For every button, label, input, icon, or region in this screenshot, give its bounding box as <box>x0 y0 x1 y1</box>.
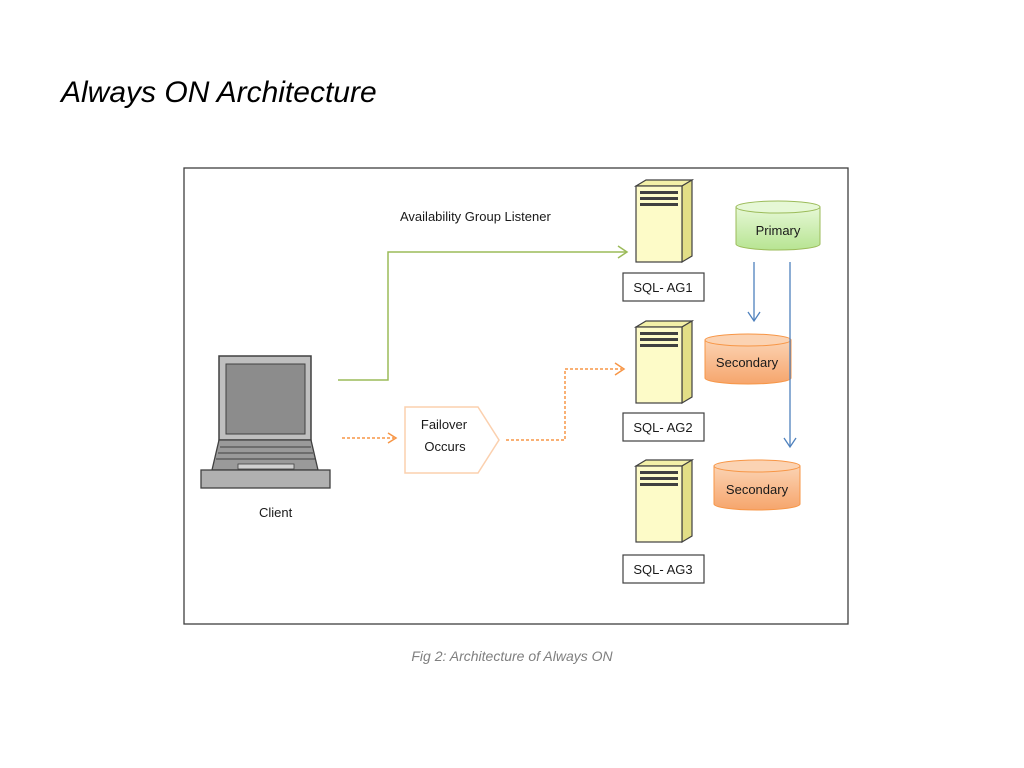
slide-title: Always ON Architecture <box>61 76 377 109</box>
server-label-box-ag2 <box>622 412 705 442</box>
client-label: Client <box>259 505 293 520</box>
laptop-icon <box>200 355 331 489</box>
server-icon-ag1 <box>633 178 695 264</box>
primary-database-label: Primary <box>756 223 801 238</box>
server-label-ag3: SQL- AG3 <box>633 562 692 577</box>
listener-arrowhead <box>617 245 629 259</box>
server-label-ag2: SQL- AG2 <box>633 420 692 435</box>
secondary-database-label-2: Secondary <box>726 482 789 497</box>
figure-caption: Fig 2: Architecture of Always ON <box>411 648 613 664</box>
replication-arrowhead-secondary-2 <box>783 437 797 449</box>
server-label-ag1: SQL- AG1 <box>633 280 692 295</box>
failover-input-arrowhead <box>387 432 398 444</box>
server-icon-ag2 <box>633 319 695 405</box>
listener-connection-line <box>338 251 626 381</box>
server-label-box-ag1 <box>622 272 705 302</box>
failover-label-line2: Occurs <box>424 439 466 454</box>
failover-output-arrowhead <box>614 362 626 376</box>
primary-database-icon <box>735 200 821 251</box>
replication-arrowhead-secondary-1 <box>747 311 761 323</box>
failover-label-line1: Failover <box>421 417 468 432</box>
listener-label: Availability Group Listener <box>400 209 551 224</box>
server-label-box-ag3 <box>622 554 705 584</box>
server-icon-ag3 <box>633 458 695 544</box>
failover-shape <box>404 406 500 474</box>
secondary-database-icon-1 <box>704 333 792 385</box>
secondary-database-icon-2 <box>713 459 801 511</box>
secondary-database-label-1: Secondary <box>716 355 779 370</box>
